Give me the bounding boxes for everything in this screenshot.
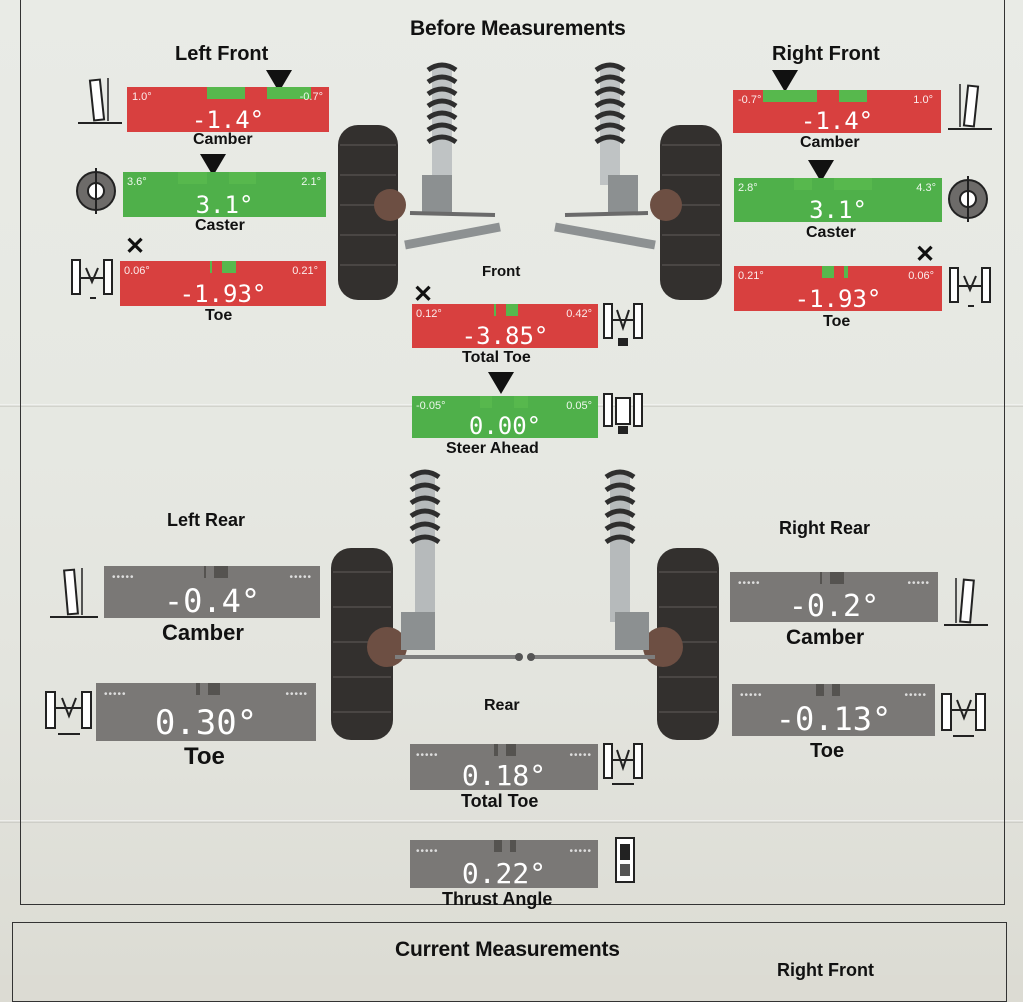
left-front-toe-label: Toe (205, 307, 233, 324)
left-rear-toe-label: Toe (184, 743, 225, 770)
left-front-camber-label: Camber (193, 131, 253, 148)
range-max: 0.06° (908, 270, 934, 282)
camber-icon (948, 84, 992, 130)
left-front-camber-value: -1.4° (191, 106, 265, 134)
right-front-toe-label: Toe (823, 313, 851, 330)
steer-ahead-gauge: -0.05° 0.05° 0.00° (412, 396, 598, 440)
right-rear-toe-value: -0.13° (775, 700, 892, 738)
camber-icon (78, 78, 122, 124)
right-rear-toe-gauge: •••••••••• -0.13° (732, 684, 935, 738)
right-front-caster-gauge: 2.8° 4.3° 3.1° (734, 178, 942, 224)
camber-icon (944, 578, 988, 626)
left-front-title: Left Front (175, 43, 269, 65)
out-of-spec-x-icon: ✕ (915, 241, 936, 268)
left-rear-camber-gauge: •••••••••• -0.4° (104, 566, 320, 620)
right-rear-toe-label: Toe (810, 740, 845, 762)
toe-icon (71, 259, 113, 299)
right-front-caster-value: 3.1° (809, 196, 867, 224)
rear-total-toe-label: Total Toe (461, 791, 539, 811)
range-min: 1.0° (132, 91, 152, 103)
right-front-camber-value: -1.4° (800, 107, 874, 135)
caster-icon (948, 176, 988, 222)
thrust-angle-gauge: •••••••••• 0.22° (410, 840, 598, 890)
range-min: 3.6° (127, 176, 147, 188)
pointer-arrow-icon (488, 372, 514, 394)
range-min: -0.7° (738, 94, 762, 106)
right-rear-title: Right Rear (779, 518, 871, 538)
right-rear-camber-label: Camber (786, 626, 865, 649)
range-min: 0.21° (738, 270, 764, 282)
camber-icon (50, 568, 98, 618)
thrust-angle-icon (615, 837, 635, 883)
steer-ahead-icon (603, 393, 643, 434)
rear-total-toe-value: 0.18° (461, 759, 547, 792)
right-rear-camber-value: -0.2° (788, 589, 880, 624)
right-rear-camber-gauge: •••••••••• -0.2° (730, 572, 938, 624)
range-min: 0.06° (124, 265, 150, 277)
toe-icon (45, 691, 92, 735)
thrust-angle-label: Thrust Angle (442, 889, 553, 909)
range-max: 1.0° (913, 94, 933, 106)
left-front-caster-label: Caster (195, 217, 245, 234)
toe-icon (941, 693, 986, 737)
front-axle-label: Front (482, 263, 521, 280)
toe-icon (949, 267, 991, 307)
range-min: 0.12° (416, 308, 442, 320)
out-of-spec-x-icon: ✕ (125, 233, 146, 260)
range-max: 0.05° (566, 400, 592, 412)
range-min: 2.8° (738, 182, 758, 194)
caster-icon (76, 168, 116, 214)
left-rear-camber-label: Camber (162, 620, 244, 645)
rear-suspension-image (331, 469, 719, 740)
left-rear-toe-value: 0.30° (154, 703, 258, 743)
left-front-toe-value: -1.93° (179, 280, 267, 308)
left-front-camber-gauge: 1.0° -0.7° -1.4° (127, 87, 329, 134)
paper-fold (0, 820, 1023, 823)
range-max: 2.1° (301, 176, 321, 188)
front-total-toe-value: -3.85° (461, 322, 549, 350)
total-toe-icon (603, 743, 643, 785)
range-max: 4.3° (916, 182, 936, 194)
left-front-caster-gauge: 3.6° 2.1° 3.1° (123, 172, 326, 219)
range-min: -0.05° (416, 400, 446, 412)
pointer-arrow-icon (266, 70, 292, 92)
right-front-caster-label: Caster (806, 224, 856, 241)
pointer-arrow-icon (200, 154, 226, 176)
front-total-toe-label: Total Toe (462, 349, 531, 366)
range-max: 0.42° (566, 308, 592, 320)
current-right-front-title: Right Front (777, 960, 874, 980)
right-front-toe-value: -1.93° (794, 285, 882, 313)
before-measurements-title: Before Measurements (410, 17, 626, 40)
left-front-caster-value: 3.1° (195, 191, 254, 219)
thrust-angle-value: 0.22° (461, 857, 547, 890)
left-front-toe-gauge: 0.06° 0.21° -1.93° (120, 261, 326, 308)
range-max: -0.7° (299, 91, 323, 103)
rear-total-toe-gauge: •••••••••• 0.18° (410, 744, 598, 792)
before-measurements-panel (20, 0, 1005, 905)
left-rear-title: Left Rear (167, 510, 246, 530)
front-total-toe-gauge: 0.12° 0.42° -3.85° (412, 304, 598, 350)
right-front-camber-gauge: -0.7° 1.0° -1.4° (733, 90, 941, 135)
total-toe-icon (603, 303, 643, 346)
front-suspension-image (338, 62, 722, 300)
range-max: 0.21° (292, 265, 318, 277)
steer-ahead-label: Steer Ahead (446, 440, 539, 457)
steer-ahead-value: 0.00° (468, 412, 542, 440)
right-front-camber-label: Camber (800, 134, 860, 151)
out-of-spec-x-icon: ✕ (413, 281, 434, 308)
rear-axle-label: Rear (484, 697, 520, 714)
printout-paper (0, 0, 1023, 975)
left-rear-toe-gauge: •••••••••• 0.30° (96, 683, 316, 743)
pointer-arrow-icon (772, 70, 798, 92)
left-rear-camber-value: -0.4° (163, 582, 261, 620)
pointer-arrow-icon (808, 160, 834, 182)
current-measurements-title: Current Measurements (395, 938, 620, 961)
right-front-title: Right Front (772, 43, 880, 65)
right-front-toe-gauge: 0.21° 0.06° -1.93° (734, 266, 942, 313)
